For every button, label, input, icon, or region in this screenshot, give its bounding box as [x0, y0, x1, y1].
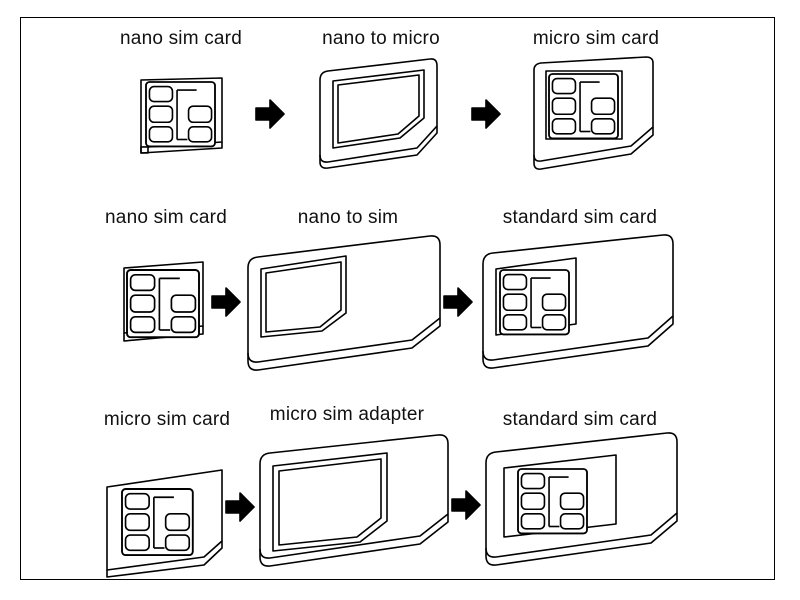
row2-arrow-1	[211, 287, 241, 317]
row3-label-micro-sim-adapter: micro sim adapter	[269, 404, 425, 425]
row1-arrow-1	[255, 99, 285, 129]
row3-label-micro-sim-card: micro sim card	[103, 409, 231, 430]
row3-micro-sim-card	[106, 469, 223, 578]
row1-nano-to-micro-adapter	[319, 58, 438, 169]
row2-label-nano-sim-card: nano sim card	[105, 207, 227, 228]
row2-arrow-2	[443, 287, 473, 317]
row1-label-nano-sim-card: nano sim card	[120, 28, 242, 49]
row1-arrow-2	[471, 99, 501, 129]
row3-arrow-1	[225, 492, 255, 522]
row3-label-standard-sim-card: standard sim card	[502, 409, 658, 430]
row3-micro-sim-adapter	[259, 434, 449, 567]
row1-label-nano-to-micro: nano to micro	[322, 28, 440, 49]
row2-nano-to-sim-adapter	[247, 235, 441, 371]
row3-standard-sim-card	[485, 432, 678, 566]
row2-standard-sim-card	[482, 234, 674, 369]
row1-label-micro-sim-card: micro sim card	[532, 28, 660, 49]
row2-nano-sim-card	[123, 261, 204, 342]
row1-micro-sim-card	[533, 56, 654, 170]
row1-nano-sim-card	[140, 77, 223, 154]
row2-label-nano-to-sim: nano to sim	[297, 207, 399, 228]
row2-label-standard-sim-card: standard sim card	[502, 207, 658, 228]
row3-arrow-2	[451, 490, 481, 520]
